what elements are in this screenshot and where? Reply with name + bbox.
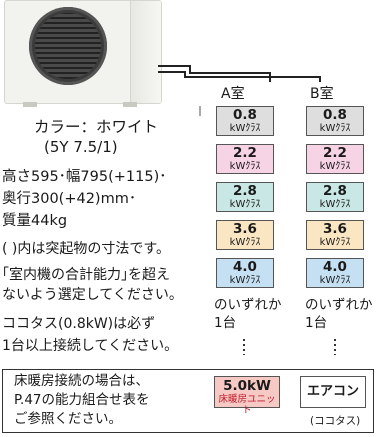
select-note-1: ｢室内機の合計能力｣を超え bbox=[2, 267, 170, 283]
dims-line-1: 高さ595･幅795(+115)･ bbox=[2, 169, 167, 185]
room-b-either: のいずれか bbox=[305, 297, 373, 313]
fan-grille bbox=[29, 7, 107, 85]
floor-note-2: P.47の能力組合せ表を bbox=[14, 392, 150, 408]
cocotas-note-1: ココタス(0.8kW)は必ず bbox=[2, 316, 156, 332]
floor-heating-note-box bbox=[2, 369, 374, 433]
room-b-more-dots bbox=[334, 339, 336, 355]
dims-line-2: 奥行300(+42)mm･ bbox=[2, 191, 137, 207]
paren-note: ( )内は突起物の寸法です。 bbox=[2, 241, 170, 257]
select-note-2: ないよう選定してください。 bbox=[2, 287, 183, 303]
floor-heating-unit-box: 5.0kW 床暖房ユニット bbox=[214, 376, 280, 416]
cocotas-note-2: 1台以上接続してください。 bbox=[2, 338, 179, 354]
aircon-cocotas-label: (ココタス) bbox=[310, 415, 361, 427]
outdoor-unit-image bbox=[4, 0, 162, 107]
room-a-one-unit: 1台 bbox=[214, 315, 237, 331]
room-b-label: B室 bbox=[310, 86, 334, 102]
color-line: カラー：ホワイト bbox=[34, 118, 159, 136]
room-a-more-dots bbox=[243, 339, 245, 355]
munsell-line: (5Y 7.5/1) bbox=[44, 138, 118, 156]
floor-note-1: 床暖房接続の場合は、 bbox=[14, 373, 149, 389]
room-b-one-unit: 1台 bbox=[305, 315, 328, 331]
room-a-label: A室 bbox=[221, 86, 245, 102]
room-a-either: のいずれか bbox=[214, 297, 282, 313]
aircon-box: エアコン bbox=[300, 376, 366, 408]
mass-line: 質量44kg bbox=[2, 213, 68, 229]
floor-note-3: ご参照ください。 bbox=[14, 411, 122, 427]
